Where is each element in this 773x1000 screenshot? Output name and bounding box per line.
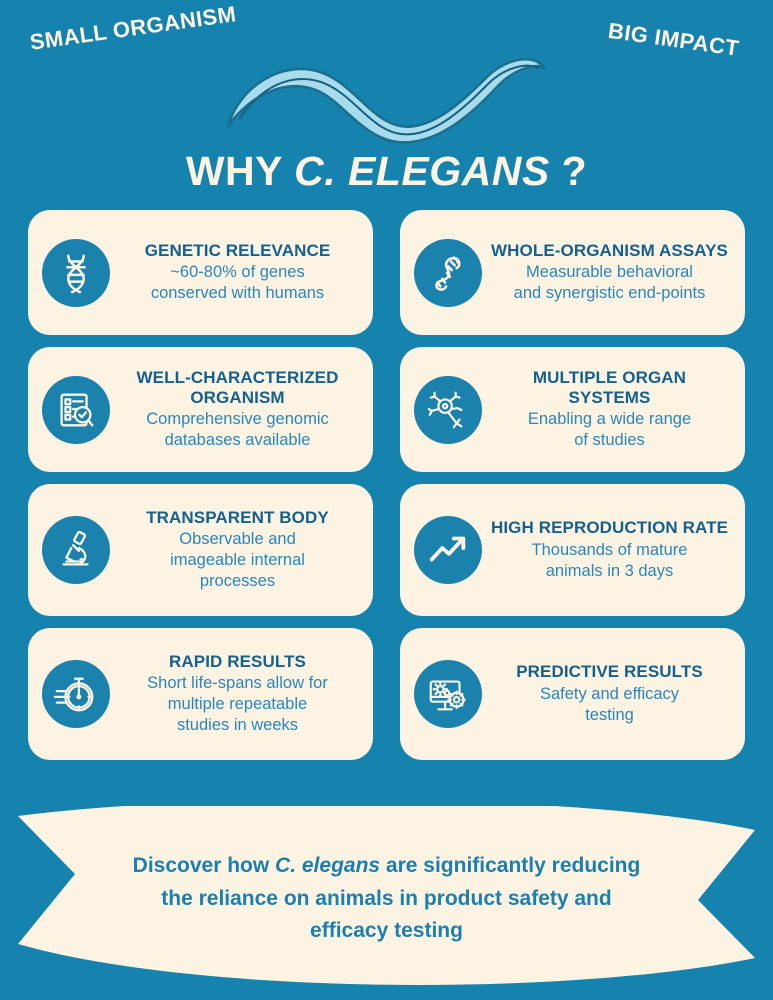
- card-title: HIGH REPRODUCTION RATE: [490, 518, 729, 538]
- card-text: PREDICTIVE RESULTS Safety and efficacy t…: [488, 662, 731, 726]
- card-body-line: processes: [199, 572, 276, 591]
- microscope-icon: [42, 516, 110, 584]
- card-title: RAPID RESULTS: [169, 651, 306, 671]
- card-body-line: Thousands of mature: [531, 540, 688, 559]
- card-text: MULTIPLE ORGAN SYSTEMS Enabling a wide r…: [488, 368, 731, 452]
- header: SMALL ORGANISM BIG IMPACT WHY C. ELEGANS…: [0, 0, 773, 200]
- card-body: Thousands of mature animals in 3 days: [490, 540, 729, 582]
- card-body-line: Safety and efficacy: [539, 684, 680, 703]
- stopwatch-icon: [42, 660, 110, 728]
- page-title-species: C. ELEGANS: [294, 148, 550, 194]
- kicker-small-organism: SMALL ORGANISM: [28, 1, 238, 55]
- ribbon-text: Discover how C. elegans are significantl…: [95, 850, 678, 948]
- monitor-gears-icon: [414, 660, 482, 728]
- card-body-line: of studies: [574, 431, 645, 450]
- worm-icon: [414, 238, 482, 307]
- card-body: ~60-80% of genes conserved with humans: [118, 262, 357, 304]
- card-rapid-results[interactable]: RAPID RESULTS Short life-spans allow for…: [28, 628, 373, 760]
- worm-illustration: [220, 48, 550, 148]
- card-body-line: animals in 3 days: [545, 561, 674, 580]
- card-text: GENETIC RELEVANCE ~60-80% of genes conse…: [116, 241, 359, 305]
- card-body-line: Short life-spans allow for: [147, 674, 328, 693]
- card-body: Observable and imageable internal proces…: [118, 529, 357, 592]
- ribbon-line-3: efficacy testing: [310, 919, 463, 943]
- card-body-line: ~60-80% of genes: [170, 263, 305, 282]
- card-body-line: multiple repeatable: [167, 695, 308, 714]
- neuron-icon: [414, 375, 482, 444]
- card-body-line: Measurable behavioral: [526, 263, 693, 282]
- card-text: HIGH REPRODUCTION RATE Thousands of matu…: [488, 518, 731, 582]
- card-transparent-body[interactable]: TRANSPARENT BODY Observable and imageabl…: [28, 484, 373, 616]
- card-body-line: Observable and: [179, 530, 296, 549]
- card-title: PREDICTIVE RESULTS: [516, 662, 703, 682]
- card-title: MULTIPLE ORGAN SYSTEMS: [532, 367, 687, 407]
- checklist-magnifier-icon: [42, 375, 110, 444]
- page-title-prefix: WHY: [185, 148, 295, 194]
- card-body-line: testing: [585, 705, 634, 724]
- card-body: Short life-spans allow for multiple repe…: [118, 673, 357, 736]
- kicker-big-impact: BIG IMPACT: [606, 17, 741, 61]
- card-body: Safety and efficacy testing: [490, 684, 729, 726]
- card-body-line: imageable internal: [170, 551, 305, 570]
- card-body-line: and synergistic end-points: [513, 284, 706, 303]
- card-text: TRANSPARENT BODY Observable and imageabl…: [116, 508, 359, 593]
- card-body-line: databases available: [164, 431, 311, 450]
- card-title: GENETIC RELEVANCE: [144, 240, 331, 260]
- card-body: Enabling a wide range of studies: [490, 409, 729, 451]
- ribbon-line-1-prefix: Discover how: [132, 854, 276, 877]
- trending-up-arrow-icon: [414, 516, 482, 584]
- card-body-line: studies in weeks: [176, 716, 299, 735]
- card-text: WHOLE-ORGANISM ASSAYS Measurable behavio…: [488, 241, 731, 305]
- card-well-characterized-organism[interactable]: WELL-CHARACTERIZED ORGANISM Comprehensiv…: [28, 347, 373, 472]
- card-predictive-results[interactable]: PREDICTIVE RESULTS Safety and efficacy t…: [400, 628, 745, 760]
- ribbon-line-1-species: C. elegans: [275, 854, 381, 877]
- card-body: Measurable behavioral and synergistic en…: [490, 262, 729, 304]
- card-title: TRANSPARENT BODY: [146, 507, 329, 527]
- card-text: WELL-CHARACTERIZED ORGANISM Comprehensiv…: [116, 368, 359, 452]
- page-title: WHY C. ELEGANS ?: [0, 148, 773, 195]
- ribbon-line-1: Discover how C. elegans are significantl…: [95, 850, 678, 883]
- card-whole-organism-assays[interactable]: WHOLE-ORGANISM ASSAYS Measurable behavio…: [400, 210, 745, 335]
- benefits-grid: GENETIC RELEVANCE ~60-80% of genes conse…: [28, 210, 745, 760]
- card-multiple-organ-systems[interactable]: MULTIPLE ORGAN SYSTEMS Enabling a wide r…: [400, 347, 745, 472]
- card-body-line: Comprehensive genomic: [146, 410, 329, 429]
- card-high-reproduction-rate[interactable]: HIGH REPRODUCTION RATE Thousands of matu…: [400, 484, 745, 616]
- card-text: RAPID RESULTS Short life-spans allow for…: [116, 652, 359, 737]
- card-title: WELL-CHARACTERIZED ORGANISM: [136, 367, 339, 407]
- card-body: Comprehensive genomic databases availabl…: [118, 409, 357, 451]
- card-genetic-relevance[interactable]: GENETIC RELEVANCE ~60-80% of genes conse…: [28, 210, 373, 335]
- ribbon-line-2: the reliance on animals in product safet…: [161, 886, 612, 910]
- ribbon-line-1-suffix: are significantly reducing: [380, 854, 641, 877]
- card-body-line: Enabling a wide range: [527, 410, 692, 429]
- page-title-suffix: ?: [549, 148, 588, 194]
- card-body-line: conserved with humans: [150, 284, 325, 303]
- call-to-action-ribbon: Discover how C. elegans are significantl…: [0, 806, 773, 996]
- dna-helix-icon: [42, 238, 110, 307]
- card-title: WHOLE-ORGANISM ASSAYS: [491, 240, 728, 260]
